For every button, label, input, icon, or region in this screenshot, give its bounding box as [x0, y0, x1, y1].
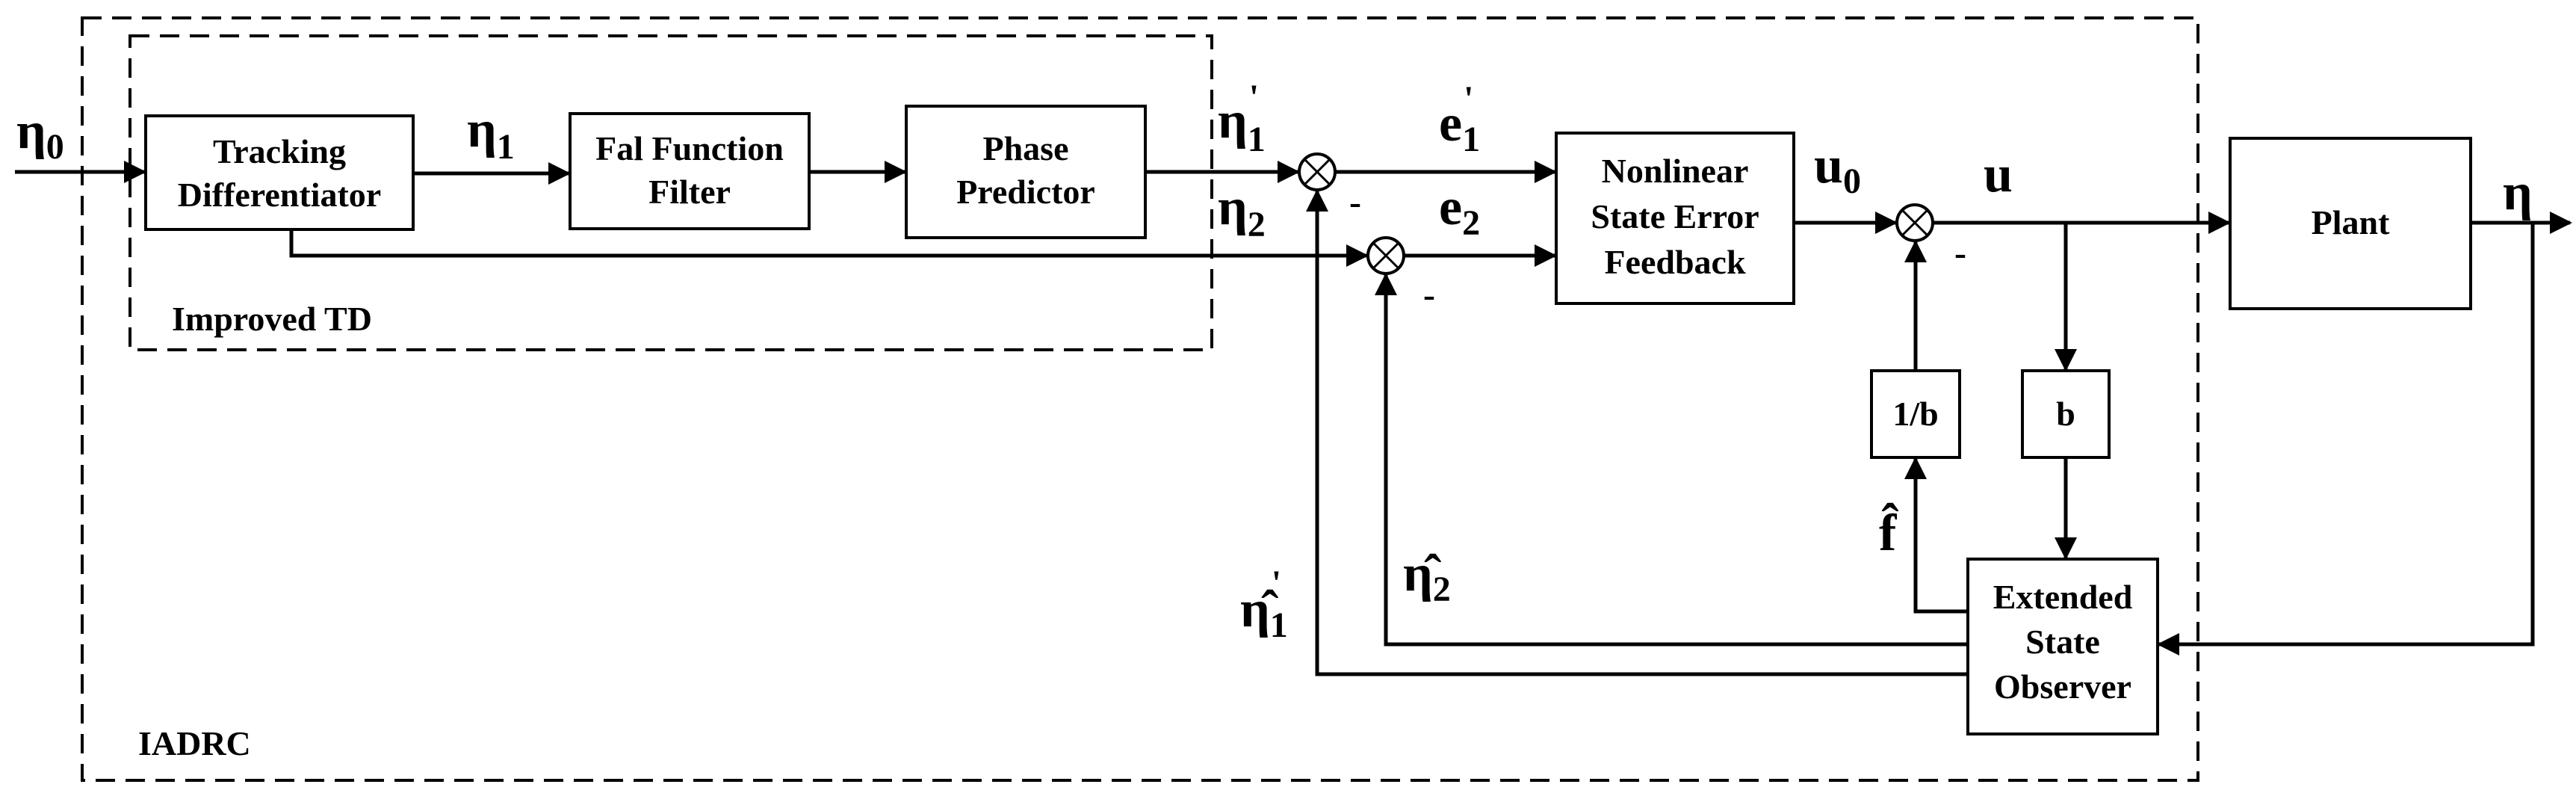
eso-line-1: Extended	[1993, 578, 2133, 616]
iadrc-label: IADRC	[138, 724, 251, 762]
sum-junction-2	[1366, 236, 1405, 275]
sum-junction-3	[1895, 203, 1934, 242]
phase-predictor-line-2: Predictor	[956, 173, 1095, 211]
signal-wires	[15, 161, 2572, 676]
minus-sign-1: -	[1349, 182, 1361, 222]
u0-label: u0	[1814, 137, 1861, 201]
inverse-b-block: 1/b	[1870, 369, 1961, 459]
inverse-b-label: 1/b	[1892, 395, 1938, 433]
plant-label: Plant	[2312, 203, 2390, 241]
fal-function-filter-block: Fal Function Filter	[569, 112, 811, 230]
iadrc-boundary	[81, 16, 2199, 782]
e2-label: e2	[1439, 179, 1480, 243]
eso-line-2: State	[2025, 623, 2100, 661]
nlsef-line-1: Nonlinear	[1602, 152, 1749, 190]
minus-sign-3: -	[1954, 233, 1966, 273]
eta0-label: η0	[16, 102, 64, 167]
tracking-differentiator-block: Tracking Differentiator	[144, 114, 415, 231]
fal-filter-line-2: Filter	[648, 173, 731, 211]
improved-td-label: Improved TD	[172, 300, 372, 338]
f-hat-label: f̂	[1879, 503, 1899, 562]
nlsef-line-3: Feedback	[1604, 243, 1746, 281]
plant-block: Plant	[2229, 137, 2472, 310]
e1-prime-label: e1'	[1439, 79, 1480, 159]
extended-state-observer-block: Extended State Observer	[1966, 558, 2159, 735]
eta2-label: η2	[1218, 179, 1266, 244]
eta-output-label: η	[2503, 164, 2533, 221]
fal-filter-line-1: Fal Function	[595, 129, 784, 167]
eso-line-3: Observer	[1994, 667, 2131, 706]
phase-predictor-line-1: Phase	[983, 129, 1069, 167]
eta1-hat-prime-label: η̂1'	[1240, 564, 1288, 645]
b-label: b	[2056, 395, 2075, 433]
phase-predictor-block: Phase Predictor	[905, 105, 1147, 239]
tracking-differentiator-line-1: Tracking	[213, 132, 346, 170]
eta1-label: η1	[467, 101, 515, 167]
nlsef-line-2: State Error	[1591, 197, 1759, 235]
b-block: b	[2021, 369, 2111, 459]
sum-junction-1	[1298, 152, 1337, 191]
tracking-differentiator-line-2: Differentiator	[178, 176, 381, 214]
eta2-hat-label: η̂2	[1403, 545, 1451, 609]
u-label: u	[1984, 146, 2013, 203]
minus-sign-2: -	[1423, 275, 1435, 315]
improved-td-boundary	[129, 34, 1213, 351]
eta1-prime-label: η1'	[1218, 78, 1266, 159]
nonlinear-state-error-feedback-block: Nonlinear State Error Feedback	[1555, 132, 1795, 305]
